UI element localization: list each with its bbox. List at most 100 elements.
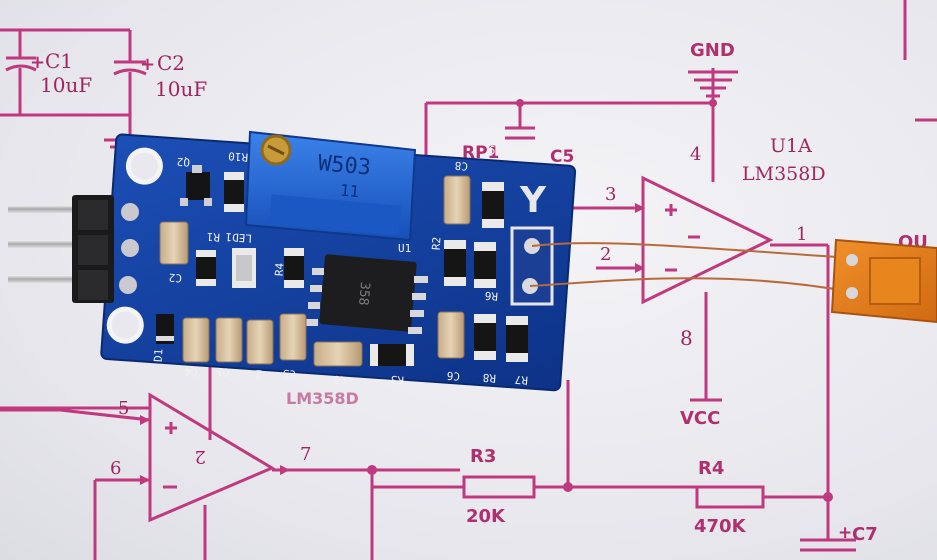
pin-5-label: 5 xyxy=(118,398,129,419)
ic-marking: 358 xyxy=(355,281,372,306)
pin-6-label: 6 xyxy=(110,458,121,479)
mounting-hole-top xyxy=(125,147,163,185)
wire-terminal xyxy=(510,226,554,306)
resistor-r1 xyxy=(196,250,216,286)
cap-c3 xyxy=(279,313,307,361)
pin-2-label: 2 xyxy=(600,244,611,265)
cap-2 xyxy=(246,319,274,365)
silk-r3: R3 xyxy=(390,373,404,387)
silk-d1: D1 xyxy=(152,348,166,362)
silk-r1: R1 xyxy=(206,230,220,244)
silk-r10: R10 xyxy=(228,149,249,163)
brand-logo-icon: Y xyxy=(519,180,547,221)
silk-q2: Q2 xyxy=(176,155,190,169)
sensor-pad-1 xyxy=(846,254,858,266)
cap-c8 xyxy=(443,175,471,225)
c2-label: C2 xyxy=(157,51,185,75)
silk-c1: C1 xyxy=(216,365,230,379)
ic-chip-lm358: 358 xyxy=(306,254,428,334)
r4-resistor-symbol xyxy=(695,485,828,509)
sensor-pad-2 xyxy=(846,287,858,299)
header-pins xyxy=(8,205,88,283)
silk-r6: R6 xyxy=(484,289,498,303)
pin-7-label: 7 xyxy=(300,444,311,465)
silk-r8: R8 xyxy=(482,371,496,385)
pin-header-block xyxy=(72,195,139,303)
silk-led1: LED1 xyxy=(225,230,252,245)
c2-plus-label: + xyxy=(140,54,155,75)
u1b-unit-label: 2 xyxy=(195,446,206,467)
resistor-r10 xyxy=(224,172,244,212)
c1-plus-label: + xyxy=(30,52,45,73)
cap-c2 xyxy=(159,221,189,265)
r4-value: 470K xyxy=(694,516,747,537)
u1a-opamp-symbol xyxy=(550,175,828,402)
c7-plus-label: + xyxy=(838,523,852,543)
header-pin-2 xyxy=(8,240,88,248)
silk-r9: R9 xyxy=(488,143,502,157)
resistor-r8 xyxy=(474,314,496,360)
silk-r4: R4 xyxy=(273,262,287,276)
resistor-r3 xyxy=(370,344,414,366)
pot-sub-marking: 11 xyxy=(339,181,360,202)
pin-3-label: 3 xyxy=(605,184,616,205)
resistor-r9 xyxy=(482,182,504,228)
trimmer-potentiometer: W503 11 xyxy=(244,130,417,242)
silk-c6: C6 xyxy=(446,369,460,383)
vcc-label: VCC xyxy=(680,408,720,429)
pin-1-label: 1 xyxy=(796,224,807,245)
sensor-wires xyxy=(529,242,853,293)
silk-c4: C4 xyxy=(184,365,198,379)
r3-resistor-symbol xyxy=(372,380,697,499)
header-pad-3 xyxy=(119,276,137,294)
pin-4-label: 4 xyxy=(690,144,701,165)
pot-marking: W503 xyxy=(317,151,372,181)
resistor-r6 xyxy=(474,242,496,288)
header-pad-2 xyxy=(121,239,139,257)
smd-resistors xyxy=(196,172,528,366)
silk-r2: R2 xyxy=(430,236,444,250)
u1a-part: LM358D xyxy=(742,163,826,185)
gnd-symbol xyxy=(424,68,738,182)
silk-c2: C2 xyxy=(168,271,182,285)
resistor-r2 xyxy=(444,240,466,286)
gnd-label: GND xyxy=(690,40,735,61)
header-pin-1 xyxy=(8,205,88,213)
piezo-sensor xyxy=(830,238,937,324)
resistor-r4 xyxy=(284,248,304,288)
r3-label: R3 xyxy=(470,446,496,467)
schematic-junctions xyxy=(140,99,833,502)
mounting-hole-bottom xyxy=(106,306,144,344)
pin-8-label: 8 xyxy=(680,326,693,350)
diode-d1 xyxy=(156,314,174,344)
pcb-module: W503 11 358 xyxy=(8,130,577,392)
c2-value: 10uF xyxy=(155,77,207,101)
header-pin-3 xyxy=(8,275,88,283)
c1-capacitor-symbol xyxy=(0,28,130,117)
c5-label: C5 xyxy=(550,147,574,167)
resistor-r7 xyxy=(506,316,528,362)
cap-c5 xyxy=(313,341,363,367)
silk-c8: C8 xyxy=(454,159,468,173)
transistor-q2 xyxy=(180,165,212,206)
header-pad-1 xyxy=(121,203,139,221)
silk-c3: C3 xyxy=(282,367,296,381)
c7-label: C7 xyxy=(852,524,878,545)
c1-value: 10uF xyxy=(40,73,92,97)
r4-label: R4 xyxy=(698,458,724,479)
cap-c6 xyxy=(437,311,465,359)
u1b-part-label: LM358D xyxy=(286,389,359,408)
silk-c5: C5 xyxy=(332,373,346,387)
smd-capacitors xyxy=(159,175,471,367)
cap-c1 xyxy=(215,317,243,363)
silk-u1: U1 xyxy=(398,242,411,255)
silk-r7: R7 xyxy=(514,373,528,387)
u1a-label: U1A xyxy=(770,135,812,157)
led-indicator xyxy=(232,248,256,288)
c1-label: C1 xyxy=(45,49,73,73)
silk-2: 2 xyxy=(255,367,263,380)
r3-value: 20K xyxy=(466,506,506,527)
cap-c4 xyxy=(182,317,210,363)
